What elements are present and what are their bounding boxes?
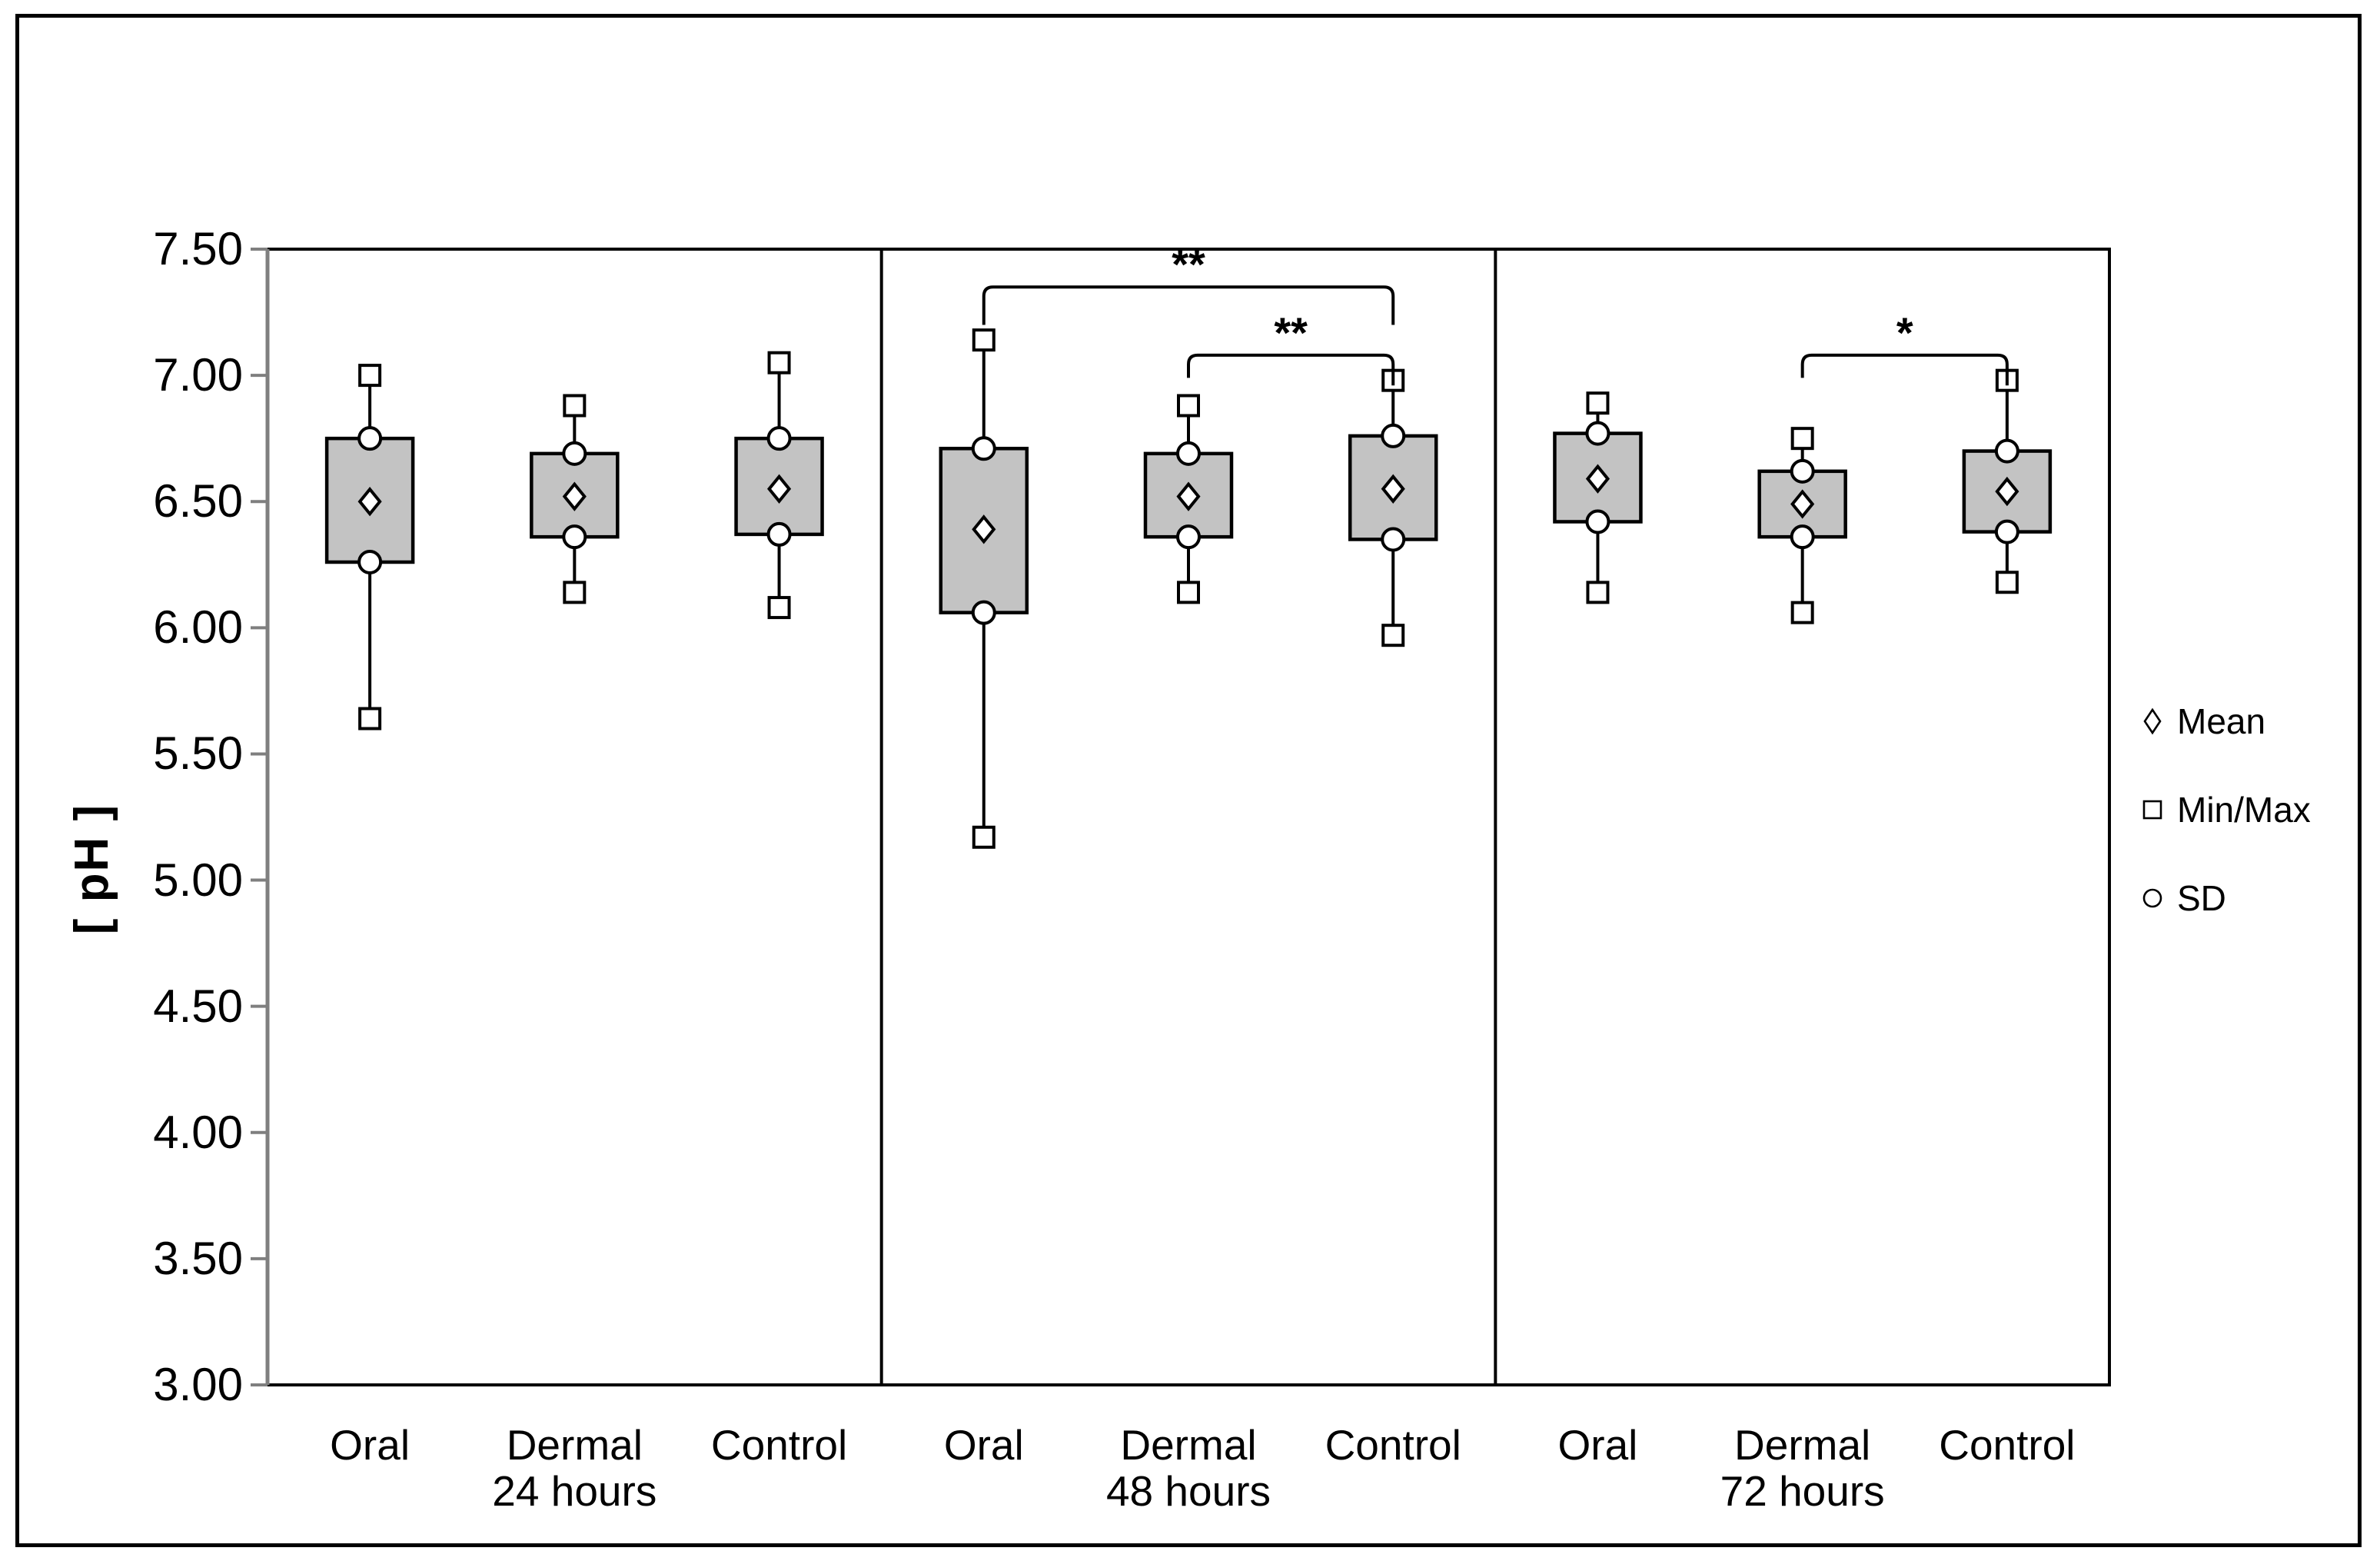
sd-low-marker <box>1381 527 1406 552</box>
x-label-control: Control <box>1939 1421 2076 1469</box>
mean-marker <box>1585 464 1610 494</box>
box-72hours-dermal <box>1757 427 1847 624</box>
x-label-dermal: Dermal <box>1734 1421 1871 1469</box>
sd-low-marker <box>1790 524 1815 550</box>
plot-area-border <box>268 248 2111 1386</box>
min-marker <box>1790 601 1814 624</box>
significance-label: ** <box>1172 240 1205 288</box>
panel-time-label: 24 hours <box>492 1467 657 1515</box>
legend-item-sd: SD <box>2137 854 2368 942</box>
sd-high-marker <box>766 426 792 451</box>
legend-label-mean: Mean <box>2177 701 2266 741</box>
sd-low-marker <box>562 524 587 550</box>
mean-diamond-icon <box>2143 707 2162 734</box>
box-48hours-control <box>1348 368 1438 647</box>
sd-high-marker <box>1585 421 1610 446</box>
legend-item-minmax: Min/Max <box>2137 765 2368 854</box>
significance-bracket <box>1187 353 1395 386</box>
min-marker <box>358 707 382 731</box>
legend-label-minmax: Min/Max <box>2177 789 2311 830</box>
sd-low-marker <box>1994 519 2019 544</box>
significance-layer: ***** <box>982 240 2009 386</box>
x-label-control: Control <box>1325 1421 1461 1469</box>
x-label-dermal: Dermal <box>1120 1421 1257 1469</box>
max-marker <box>1177 394 1200 418</box>
sd-low-marker <box>1585 509 1610 534</box>
significance-bracket <box>1800 353 2009 386</box>
max-marker <box>358 364 382 388</box>
sd-high-marker <box>1381 423 1406 448</box>
mean-marker <box>1381 474 1405 504</box>
mean-marker <box>1176 481 1201 511</box>
min-marker <box>1995 571 2019 594</box>
legend-label-sd: SD <box>2177 877 2226 918</box>
y-tick-label: 6.00 <box>153 601 243 654</box>
sd-high-marker <box>357 426 383 451</box>
sd-low-marker <box>357 549 383 574</box>
y-tick-label: 3.00 <box>153 1359 243 1410</box>
mean-marker <box>1790 489 1815 519</box>
max-marker <box>563 394 587 418</box>
box-48hours-oral <box>939 328 1029 849</box>
y-tick-label: 7.50 <box>153 223 243 275</box>
y-tick-label: 7.00 <box>153 349 243 401</box>
box-24hours-oral <box>324 364 415 731</box>
sd-low-marker <box>971 600 996 625</box>
sd-high-marker <box>1176 441 1201 466</box>
sd-high-marker <box>971 436 996 461</box>
min-marker <box>1586 581 1610 604</box>
min-marker <box>767 596 791 620</box>
panel-time-label: 72 hours <box>1720 1467 1885 1515</box>
x-label-control: Control <box>710 1421 848 1469</box>
legend: Mean Min/Max SD <box>2137 677 2368 942</box>
y-tick-label: 5.00 <box>153 854 243 906</box>
max-marker <box>972 328 996 352</box>
mean-marker <box>562 481 587 511</box>
x-label-oral: Oral <box>330 1421 411 1469</box>
plot-frame <box>251 248 2111 1386</box>
box-72hours-control <box>1962 368 2053 594</box>
x-label-dermal: Dermal <box>506 1421 643 1469</box>
mean-marker <box>972 514 996 544</box>
significance-label: * <box>1896 308 1913 357</box>
sd-circle-icon <box>2142 888 2162 907</box>
min-marker <box>1381 624 1405 647</box>
sd-low-marker <box>1176 524 1201 550</box>
sd-high-marker <box>1994 438 2019 464</box>
max-marker <box>767 351 791 374</box>
box-72hours-oral <box>1553 391 1643 604</box>
box-24hours-control <box>734 351 824 620</box>
x-label-oral: Oral <box>943 1421 1024 1469</box>
max-marker <box>1586 391 1610 415</box>
y-tick-label: 6.50 <box>153 475 243 528</box>
significance-bracket <box>982 285 1395 325</box>
min-marker <box>972 825 996 849</box>
series-layer <box>324 328 2053 849</box>
sd-high-marker <box>1790 458 1815 484</box>
sd-high-marker <box>562 441 587 466</box>
mean-marker <box>766 474 792 504</box>
min-marker <box>1177 581 1200 604</box>
y-axis-title: [ pH ] <box>65 803 118 935</box>
y-tick-label: 3.50 <box>153 1232 243 1284</box>
x-label-oral: Oral <box>1557 1421 1638 1469</box>
significance-label: ** <box>1274 308 1308 357</box>
legend-item-mean: Mean <box>2137 677 2368 765</box>
mean-marker <box>1995 476 2019 507</box>
y-tick-label: 4.00 <box>153 1106 243 1158</box>
box-24hours-dermal <box>530 394 620 604</box>
min-marker <box>563 581 587 604</box>
y-tick-label: 5.50 <box>153 727 243 780</box>
max-marker <box>1790 427 1814 451</box>
panel-time-label: 48 hours <box>1105 1467 1271 1515</box>
minmax-square-icon <box>2142 800 2162 819</box>
mean-marker <box>357 487 382 517</box>
y-tick-label: 4.50 <box>153 980 243 1032</box>
box-48hours-dermal <box>1143 394 1234 604</box>
sd-low-marker <box>766 521 792 547</box>
